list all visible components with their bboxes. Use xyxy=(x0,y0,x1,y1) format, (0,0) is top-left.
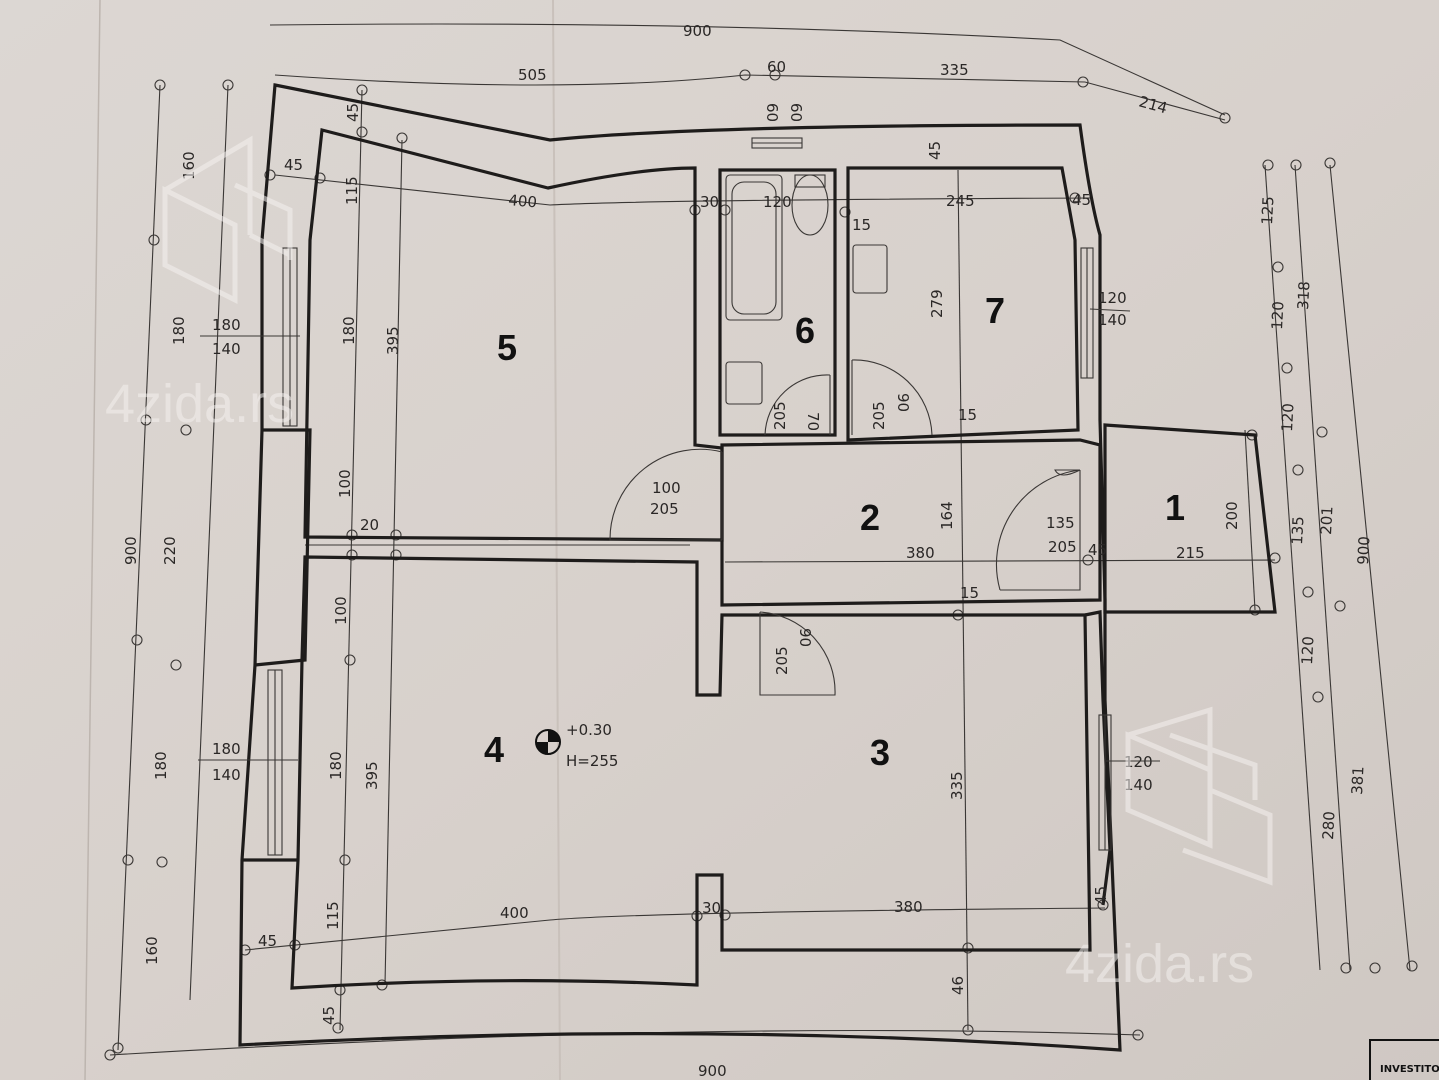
dimension-label: 395 xyxy=(363,761,381,790)
dimension-label: 205 xyxy=(771,401,789,430)
dimension-label: 45 xyxy=(258,932,277,950)
dimension-label: 30 xyxy=(702,899,721,917)
dimension-label: 381 xyxy=(1348,766,1367,796)
dimension-label: 180 xyxy=(152,751,170,780)
dimension-label: 400 xyxy=(508,191,538,211)
dimension-label: 120 xyxy=(1278,403,1297,433)
dimension-label: 120 xyxy=(763,193,792,211)
dimension-label: 120 xyxy=(1298,636,1317,666)
bathroom-fixtures xyxy=(725,174,888,405)
dimension-label: 205 xyxy=(650,500,679,518)
title-block xyxy=(1369,1039,1439,1080)
dimension-label: 90 xyxy=(894,393,912,412)
dimension-label: 380 xyxy=(906,544,935,562)
dimension-label: 140 xyxy=(212,340,241,358)
watermark-text: 4zida.rs xyxy=(1065,934,1254,994)
paper-edge xyxy=(84,0,101,1080)
doors xyxy=(609,359,1081,696)
dimension-nodes xyxy=(104,69,1418,1061)
dimension-label: 279 xyxy=(928,289,946,318)
dimension-label: 45 xyxy=(344,103,362,122)
dimension-label: 900 xyxy=(683,22,712,40)
watermark-text: 4zida.rs xyxy=(105,374,294,434)
dimension-label: 140 xyxy=(1124,776,1153,794)
dimension-label: 90 xyxy=(796,628,814,647)
dimension-label: 205 xyxy=(1048,538,1077,556)
dimension-label: 400 xyxy=(500,904,529,922)
dimension-label: 180 xyxy=(212,316,241,334)
title-block-investor: INVESTITOR xyxy=(1380,1064,1439,1075)
dimension-label: 205 xyxy=(870,401,888,430)
dimension-label: 335 xyxy=(948,771,966,800)
dimension-label: 115 xyxy=(343,176,361,205)
dimension-label: 201 xyxy=(1317,506,1336,536)
dimension-label: 100 xyxy=(336,469,354,498)
dimension-label: 45 xyxy=(320,1006,338,1025)
room-label-7: 7 xyxy=(985,290,1005,331)
dimension-label: 215 xyxy=(1176,544,1205,562)
dimension-label: 380 xyxy=(894,898,923,916)
watermark-logo-icon xyxy=(162,135,1273,886)
dimension-label: 135 xyxy=(1046,514,1075,532)
room-label-2: 2 xyxy=(860,497,880,538)
dimension-label: 164 xyxy=(938,501,956,530)
dimension-label: 505 xyxy=(518,66,547,84)
dimension-label: 135 xyxy=(1288,516,1307,546)
dimension-label: 205 xyxy=(773,646,791,675)
dimension-label: 900 xyxy=(1354,536,1373,566)
dimension-label: 140 xyxy=(1098,311,1127,329)
dimension-label: 15 xyxy=(958,406,977,424)
dimension-label: 125 xyxy=(1258,196,1277,226)
windows xyxy=(267,137,1112,856)
room-label-6: 6 xyxy=(795,310,815,351)
dimension-label: 15 xyxy=(960,584,979,602)
dimension-label: 395 xyxy=(384,326,402,355)
dimension-label: 140 xyxy=(212,766,241,784)
dimension-label: 900 xyxy=(698,1062,727,1080)
dimension-label: 100 xyxy=(652,479,681,497)
dimension-label: 120 xyxy=(1124,753,1153,771)
level-elevation: +0.30 xyxy=(566,721,612,739)
dimension-label: 180 xyxy=(327,751,345,780)
dimension-label: 15 xyxy=(852,216,871,234)
dimension-labels: 900 505 60 335 2 1 4 60 60 900 900 160 180… xyxy=(122,22,1373,1080)
dimension-label: 45 xyxy=(1072,191,1091,209)
dimension-label: 46 xyxy=(949,976,967,995)
dimension-label: 60 xyxy=(767,58,786,76)
walls xyxy=(238,83,1277,1052)
dimension-label: 120 xyxy=(1268,301,1287,331)
dimension-label: 120 xyxy=(1098,289,1127,307)
dimension-label: 30 xyxy=(700,193,719,211)
dimension-label: 160 xyxy=(143,936,161,965)
dimension-label: 45 xyxy=(284,156,303,174)
dimension-label: 318 xyxy=(1294,281,1313,311)
dimension-label: 180 xyxy=(170,316,188,345)
dimension-label: 900 xyxy=(122,536,140,565)
dimension-label: 245 xyxy=(946,192,975,210)
room-label-3: 3 xyxy=(870,732,890,773)
dimension-label: 45 xyxy=(926,141,944,160)
room-label-4: 4 xyxy=(484,729,504,770)
dimension-label: 180 xyxy=(212,740,241,758)
dimension-label: 60 xyxy=(763,103,781,122)
dimension-label: 70 xyxy=(804,412,822,431)
dimension-label: 60 xyxy=(787,103,805,122)
dimension-label: 335 xyxy=(940,61,969,79)
dimension-label: 45 xyxy=(1088,541,1107,559)
room-label-5: 5 xyxy=(497,327,517,368)
dimension-label: 115 xyxy=(324,901,342,930)
dimension-label: 280 xyxy=(1319,811,1338,841)
dimension-label: 45 xyxy=(1092,886,1110,905)
level-height: H=255 xyxy=(566,752,618,770)
level-marker-icon xyxy=(535,729,561,755)
dimension-label: 220 xyxy=(161,536,179,565)
room-label-1: 1 xyxy=(1165,487,1185,528)
dimension-label: 200 xyxy=(1223,501,1241,530)
dimension-label: 20 xyxy=(360,516,379,534)
dimension-label: 100 xyxy=(332,596,350,625)
dimension-label: 180 xyxy=(340,316,358,345)
